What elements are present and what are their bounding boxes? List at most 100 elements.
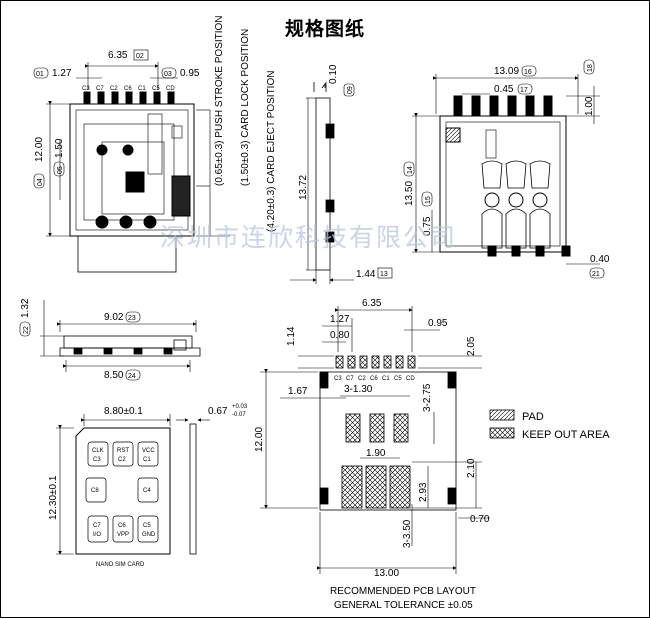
contact-label: C1 [143,457,151,463]
dim-pcb-top: 1.14 [286,326,297,346]
pin-label: C1 [382,376,390,382]
nano-sim-contact-labels: CLK C3 RST C2 VCC C1 C8 C4 C7 I/O C6 VPP… [91,448,156,538]
pcb-layout [319,355,457,511]
contact-label: C6 [118,523,126,529]
side-view-connector [290,82,354,284]
ref-badge [589,267,605,279]
pin-label: C6 [370,376,378,382]
pcb-dimensions [260,306,490,574]
ref-front-top-width: 23 [128,315,136,322]
contact-label: C5 [143,523,151,529]
dim-h-inner: 1.50 [54,138,65,158]
ref-br-width: 16 [524,69,532,76]
pin-label: C5 [152,86,160,92]
ref-br-foot: 21 [592,271,600,278]
dim-front-top-width: 9.02 [104,312,124,323]
dim-card-width: 8.80±0.1 [104,406,143,417]
contact-label: GND [142,532,156,538]
tol-minus: -0.07 [232,412,246,418]
dim-pcb-pitch: 1.27 [330,314,350,325]
dim-pcb-height: 12.00 [254,427,265,452]
pin-label: CD [166,86,175,92]
contact-label: RST [117,448,129,454]
dim-pcb-width: 13.00 [374,568,399,579]
dim-h-total: 12.00 [34,137,45,162]
ref-badge [125,369,141,381]
dim-pcb-pad-h: 2.05 [466,336,477,356]
contact-label: C4 [143,488,151,494]
drawing-title: 规格图纸 [284,18,365,40]
ref-side-thick: 13 [380,271,388,278]
contact-label: C3 [93,457,101,463]
dim-left: 1.27 [52,68,72,79]
dim-pcb-keepout-w: 3-1.30 [344,384,373,395]
ref-badge [133,49,149,61]
contact-label: CLK [92,448,104,454]
dim-card-thickness: 0.67 [208,406,228,417]
ref-br-pin-pitch: 17 [520,87,528,94]
dim-card-height: 12.30±0.1 [48,475,59,520]
dim-br-inner-group: 0.75 15 [421,191,433,236]
legend-keepout-label: KEEP OUT AREA [522,429,610,441]
ref-br-top-group: 18 [583,59,595,75]
dim-side-thick: 1.44 [356,269,376,280]
dim-pcb-lower-w: 1.90 [366,448,386,459]
card-lock-position: (1.50±0.3) CARD LOCK POSITION [240,29,251,186]
ref-right: 03 [164,71,172,78]
dim-side-height: 13.72 [298,175,309,200]
nano-card-caption: NANO SIM CARD [96,562,145,568]
dim-br-inner: 0.75 [422,216,433,236]
ref-badge [377,267,393,279]
ref-left: 01 [36,71,44,78]
top-view-connector [69,91,195,273]
nano-sim-card [56,414,210,555]
ref-br-inner: 15 [425,196,432,204]
contact-label: I/O [93,532,101,538]
ref-front-bottom-width: 24 [128,373,136,380]
contact-label: C8 [91,488,99,494]
pin-label: C2 [358,376,366,382]
ref-br-height: 14 [407,166,414,174]
card-eject-position: (4.20±0.3) CARD EJECT POSITION [266,71,277,232]
pin-label: C3 [334,376,342,382]
dim-pcb-lower-h: 2.93 [418,482,429,502]
pcb-pin-labels: C3 C7 C2 C6 C1 C5 CD [334,376,415,382]
ref-br-top: 18 [587,64,594,72]
ref-badge [125,311,141,323]
dim-br-height: 13.50 [404,181,415,206]
ref-h-total: 04 [37,178,44,186]
ref-badge [161,67,177,79]
pin-label: C7 [346,376,354,382]
dim-pcb-right: 0.95 [428,318,448,329]
dim-h-inner-group: 05 1.50 [53,138,65,177]
ref-badge [33,67,49,79]
dim-pcb-pitch-total: 6.35 [362,298,382,309]
dim-br-foot: 0.40 [590,254,610,265]
pcb-caption: RECOMMENDED PCB LAYOUT [330,586,476,597]
ref-front-height: 22 [23,326,30,334]
ref-badge [517,83,533,95]
dim-pcb-keepout-h: 3-2.75 [422,383,433,412]
dim-br-width: 13.09 [494,66,519,77]
dim-br-pin-pitch: 0.45 [494,84,514,95]
dim-pcb-lower-pad: 3-3.50 [402,519,413,548]
ref-h-inner: 05 [57,166,64,174]
dim-h-total-group: 04 12.00 [33,137,45,189]
ref-side-top: 09 [347,86,354,94]
pin-label: C7 [96,86,104,92]
ref-badge [521,65,537,77]
front-view-connector [40,300,201,372]
tol-plus: +0.03 [232,404,248,410]
top-view-dimensions [46,62,230,237]
top-view-pin-labels: C3 C7 C2 C6 C1 C5 CD [82,86,175,92]
pcb-tolerance: GENERAL TOLERANCE ±0.05 [334,600,473,611]
pin-label: C5 [394,376,402,382]
pin-label: C6 [124,86,132,92]
dim-side-top: 0.10 [328,64,339,84]
legend-keepout-swatch [489,427,515,439]
side-dim-top: 0.10 09 [328,64,355,97]
dim-br-height-group: 13.50 14 [403,161,415,206]
pin-label: C1 [138,86,146,92]
dim-right: 0.95 [180,68,200,79]
